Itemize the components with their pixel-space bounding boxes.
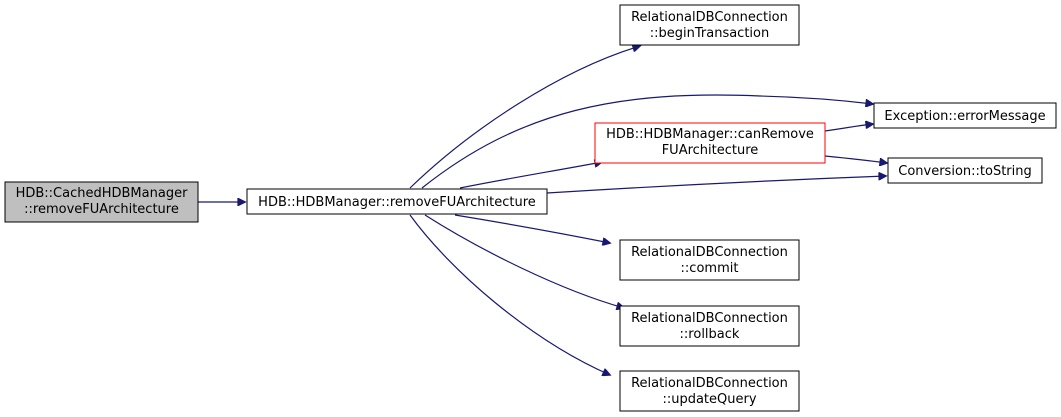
node-hdb-manager-can-remove-fu-architecture[interactable]: HDB::HDBManager::canRemove FUArchitectur… xyxy=(594,122,826,164)
edge-can-remove-to-error-message xyxy=(824,124,873,132)
edge-remove-to-update-query xyxy=(409,214,610,375)
edges xyxy=(198,46,887,375)
edge-remove-to-can-remove xyxy=(459,162,602,189)
node-exception-error-message[interactable]: Exception::errorMessage xyxy=(873,102,1057,129)
node-label-line-1: RelationalDBConnection xyxy=(631,10,788,25)
edge-remove-to-commit xyxy=(454,214,610,243)
node-hdb-manager-remove-fu-architecture[interactable]: HDB::HDBManager::removeFUArchitecture xyxy=(246,188,548,215)
node-relational-db-connection-begin-transaction[interactable]: RelationalDBConnection ::beginTransactio… xyxy=(619,4,800,46)
node-label-line-2: ::updateQuery xyxy=(662,392,756,407)
node-label-line-2: ::removeFUArchitecture xyxy=(24,202,179,217)
node-label-line-2: ::beginTransaction xyxy=(650,26,769,41)
edge-remove-to-rollback xyxy=(424,214,624,308)
node-label-line-2: ::rollback xyxy=(680,327,740,342)
node-label-line-1: HDB::CachedHDBManager xyxy=(16,186,188,201)
node-label: Conversion::toString xyxy=(898,164,1032,179)
node-cached-hdb-manager-remove-fu-architecture[interactable]: HDB::CachedHDBManager ::removeFUArchitec… xyxy=(4,181,199,223)
node-conversion-to-string[interactable]: Conversion::toString xyxy=(887,157,1043,184)
node-label-line-1: RelationalDBConnection xyxy=(631,245,788,260)
node-label-line-2: ::commit xyxy=(681,261,739,276)
edge-remove-to-error-message xyxy=(421,94,873,189)
node-label-line-1: RelationalDBConnection xyxy=(631,376,788,391)
edge-remove-to-to-string xyxy=(546,176,886,194)
node-label-line-1: RelationalDBConnection xyxy=(631,311,788,326)
node-relational-db-connection-update-query[interactable]: RelationalDBConnection ::updateQuery xyxy=(619,370,800,412)
node-relational-db-connection-commit[interactable]: RelationalDBConnection ::commit xyxy=(619,239,800,281)
node-label: Exception::errorMessage xyxy=(884,109,1045,124)
node-label: HDB::HDBManager::removeFUArchitecture xyxy=(258,195,536,210)
node-label-line-2: FUArchitecture xyxy=(662,143,759,158)
node-relational-db-connection-rollback[interactable]: RelationalDBConnection ::rollback xyxy=(619,305,800,347)
edge-can-remove-to-to-string xyxy=(824,155,887,163)
node-label-line-1: HDB::HDBManager::canRemove xyxy=(606,127,814,142)
edge-remove-to-begin-transaction xyxy=(409,46,640,189)
